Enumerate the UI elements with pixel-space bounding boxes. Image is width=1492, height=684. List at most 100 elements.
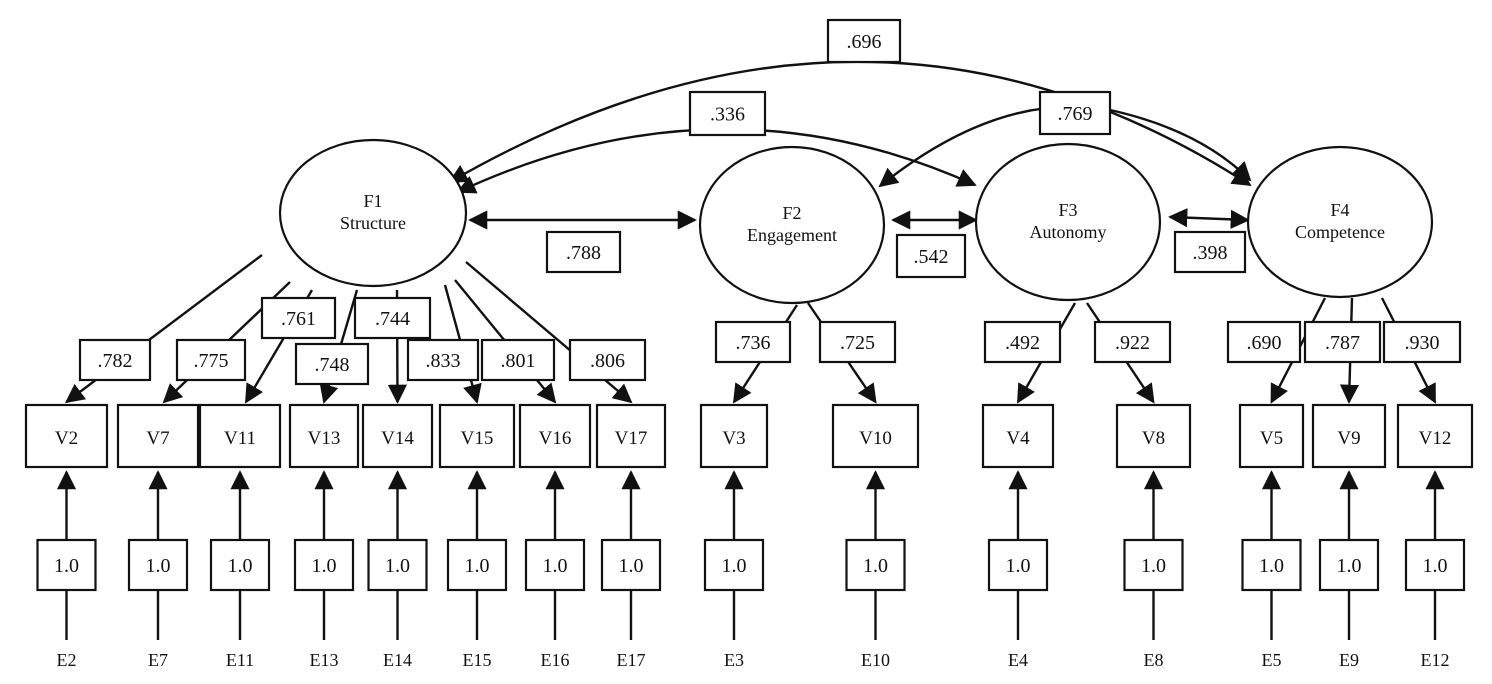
indicator-v16: V16 [518, 403, 592, 469]
error-label-e10: E10 [861, 650, 890, 670]
correlation-f1-f4-label-box [826, 18, 902, 64]
error-label-e2: E2 [57, 650, 77, 670]
error-weight-e12: 1.0 [1404, 538, 1466, 592]
error-weight-e12-box [1404, 538, 1466, 592]
indicator-label: V14 [381, 428, 414, 449]
indicator-box [699, 403, 769, 469]
correlation-f2-f4-label: .769 [1038, 90, 1112, 136]
loading-label-v8: .922 [1093, 320, 1172, 364]
error-weight-e14: 1.0 [367, 538, 428, 592]
loading-label-v9-text: .787 [1325, 332, 1360, 354]
error-weight-e13-box [293, 538, 355, 592]
indicator-v11: V11 [198, 403, 282, 469]
factor-id: F3 [1058, 200, 1077, 220]
indicator-v9: V9 [1311, 403, 1387, 469]
factor-name: Competence [1295, 222, 1385, 242]
error-weight-e2-box [36, 538, 97, 592]
error-weight-e3: 1.0 [703, 538, 765, 592]
indicator-label: V5 [1260, 428, 1283, 449]
error-label-e9: E9 [1339, 650, 1359, 670]
correlation-f1-f3-label-text: .336 [710, 104, 745, 126]
loading-label-v2-text: .782 [98, 350, 133, 372]
indicator-box [1396, 403, 1474, 469]
indicator-label: V4 [1006, 428, 1030, 449]
correlation-f3-f4-arrow [1168, 208, 1250, 229]
indicator-box [1115, 403, 1192, 469]
correlation-f3-f4-label: .398 [1173, 230, 1247, 274]
error-label-e12: E12 [1421, 650, 1450, 670]
error-weight-e7: 1.0 [127, 538, 189, 592]
loading-label-v8-box [1093, 320, 1172, 364]
error-weight-e14-box [367, 538, 428, 592]
error-label-e13: E13 [310, 650, 339, 670]
error-weight-e15-box [446, 538, 508, 592]
loading-label-v13-box [294, 342, 370, 386]
loading-label-v7-box [175, 338, 247, 382]
indicator-box [198, 403, 282, 469]
factor-ellipse [1246, 145, 1434, 299]
error-weight-e9-box [1318, 538, 1380, 592]
error-weight-e13: 1.0 [293, 538, 355, 592]
loading-label-v11-text: .761 [281, 308, 316, 330]
correlation-f1-f3-label-box [688, 90, 767, 137]
error-weight-e8-box [1123, 538, 1184, 592]
error-weight-e9-text: 1.0 [1337, 555, 1362, 577]
error-label-e16: E16 [541, 650, 570, 670]
loading-label-v15-text: .833 [426, 350, 461, 372]
indicator-label: V8 [1142, 428, 1165, 449]
error-weight-e8-text: 1.0 [1141, 555, 1166, 577]
factor-id: F1 [363, 191, 382, 211]
error-weight-e10-box [845, 538, 906, 592]
error-weight-e16: 1.0 [524, 538, 586, 592]
error-weight-e15-text: 1.0 [465, 555, 490, 577]
loading-label-v4-text: .492 [1005, 332, 1040, 354]
error-label-e7: E7 [148, 650, 168, 670]
indicator-v4: V4 [981, 403, 1055, 469]
error-weight-e3-text: 1.0 [722, 555, 747, 577]
error-weight-e17-box [600, 538, 662, 592]
loading-label-v13-text: .748 [315, 354, 350, 376]
error-weight-e10: 1.0 [845, 538, 906, 592]
error-weight-e8: 1.0 [1123, 538, 1184, 592]
indicator-v8: V8 [1115, 403, 1192, 469]
indicator-box [1311, 403, 1387, 469]
error-weight-e7-text: 1.0 [146, 555, 171, 577]
loading-label-v12-text: .930 [1405, 332, 1440, 354]
loading-label-v10-box [818, 320, 897, 364]
error-weight-e11: 1.0 [209, 538, 271, 592]
indicator-label: V10 [859, 428, 892, 449]
loading-label-v5: .690 [1226, 320, 1302, 364]
loading-label-v11: .761 [260, 296, 337, 340]
indicator-v14: V14 [361, 403, 434, 469]
indicator-v3: V3 [699, 403, 769, 469]
factor-name: Structure [340, 213, 406, 233]
loading-label-v3-text: .736 [736, 332, 771, 354]
loading-label-v15-box [406, 338, 480, 382]
loading-label-v7: .775 [175, 338, 247, 382]
indicator-label: V16 [539, 428, 572, 449]
error-weight-e15: 1.0 [446, 538, 508, 592]
loading-label-v12: .930 [1382, 320, 1462, 364]
indicator-v10: V10 [831, 403, 920, 469]
indicator-v5: V5 [1238, 403, 1305, 469]
loading-label-v2: .782 [78, 338, 152, 382]
indicator-box [288, 403, 360, 469]
indicator-box [1238, 403, 1305, 469]
error-weight-e11-text: 1.0 [228, 555, 253, 577]
error-weight-e14-text: 1.0 [385, 555, 410, 577]
error-label-e11: E11 [226, 650, 254, 670]
correlation-f1-f4-label-text: .696 [847, 31, 882, 53]
factor-name: Engagement [747, 225, 837, 245]
indicator-v12: V12 [1396, 403, 1474, 469]
error-label-e8: E8 [1144, 650, 1164, 670]
loading-label-v17-text: .806 [590, 350, 625, 372]
indicator-label: V15 [461, 428, 494, 449]
factor-ellipse [278, 138, 468, 288]
error-weight-e17: 1.0 [600, 538, 662, 592]
error-weight-e4: 1.0 [987, 538, 1049, 592]
error-weight-e2: 1.0 [36, 538, 97, 592]
loading-label-v9-box [1303, 320, 1382, 364]
loading-label-v2-box [78, 338, 152, 382]
